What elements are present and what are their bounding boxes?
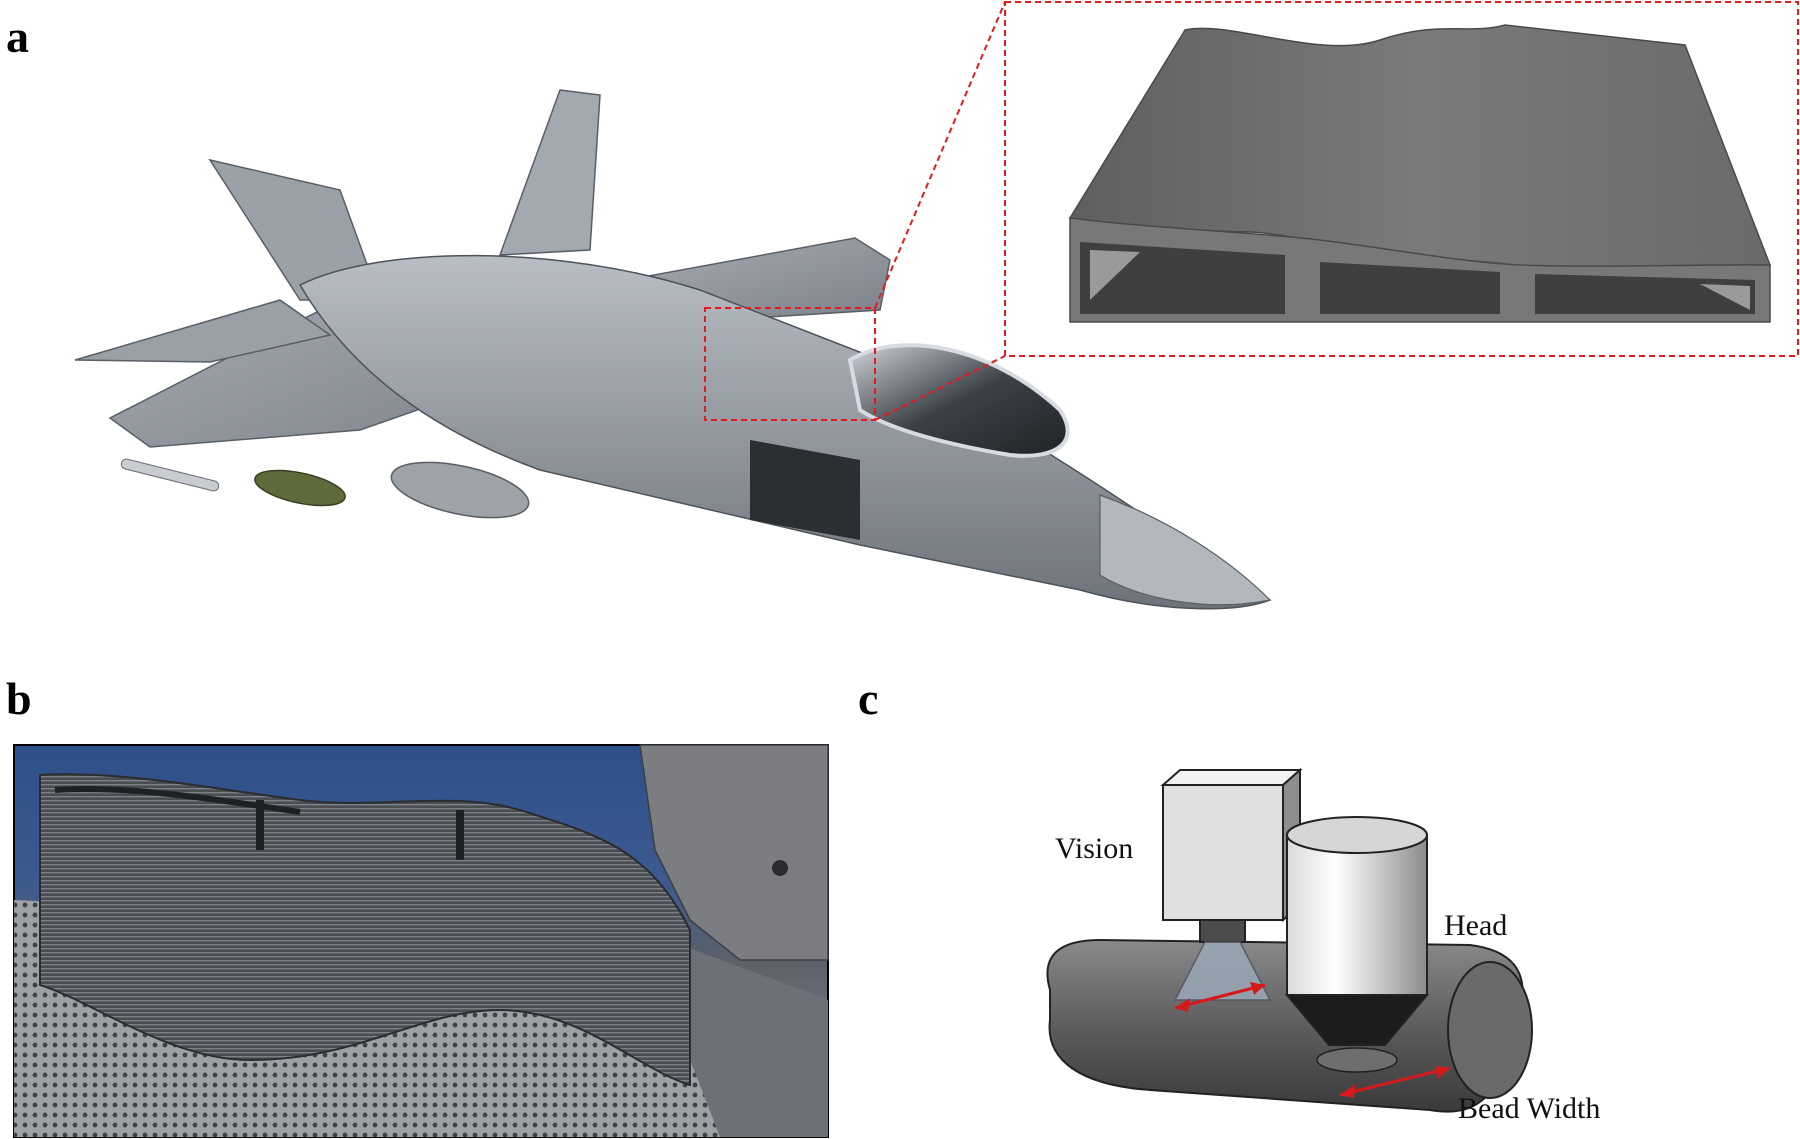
nose-cone: [1099, 494, 1272, 606]
printed-wall: [39, 773, 691, 1087]
printed-part-photo: [13, 744, 829, 1138]
robot-head: [639, 744, 829, 961]
panel-label-c: c: [858, 673, 879, 724]
vision-camera: [1162, 784, 1284, 921]
bead-cross-section: [1447, 961, 1533, 1099]
camera-top: [1160, 769, 1303, 786]
bead-width-arrowhead-left: [1340, 1084, 1355, 1098]
canopy: [847, 343, 1070, 458]
missile: [120, 458, 220, 492]
vision-label: Vision: [1055, 832, 1133, 865]
bead-width-arrow: [1339, 1066, 1451, 1097]
deposition-schematic: Vision Head Bead Width: [1046, 767, 1600, 1125]
panel-label-a: a: [6, 11, 29, 62]
left-stabilizer: [74, 299, 332, 363]
aircraft-illustration: [74, 89, 1272, 610]
deposition-head: [1286, 834, 1428, 996]
air-intake: [750, 440, 860, 540]
bead-width-arrowhead-right: [1435, 1066, 1450, 1079]
panel-label-b: b: [6, 673, 32, 724]
head-top: [1286, 816, 1428, 854]
zoom-detail-box: [1004, 1, 1799, 357]
robot-bolt: [772, 860, 788, 876]
part-cell-3-wall: [1700, 284, 1750, 310]
printed-rib-1: [54, 786, 301, 815]
bomb-store: [254, 469, 346, 507]
right-tail-fin: [498, 89, 601, 256]
vision-arrow: [1174, 983, 1266, 1010]
part-cad-model: [1068, 24, 1772, 323]
zoom-connector-top: [874, 1, 1006, 309]
head-nozzle: [1284, 994, 1430, 1046]
vision-arrowhead-left: [1175, 998, 1190, 1012]
vision-cone: [1173, 941, 1272, 1001]
head-label: Head: [1444, 909, 1507, 942]
zoom-connector-bottom: [874, 355, 1006, 421]
fuel-tank: [390, 461, 530, 519]
part-cell-2: [1320, 262, 1500, 314]
bead-width-label: Bead Width: [1458, 1092, 1600, 1125]
vision-arrowhead-right: [1250, 982, 1265, 995]
camera-lens: [1199, 919, 1246, 943]
zoom-source-box: [704, 307, 876, 421]
zoom-callout: [704, 1, 1799, 421]
part-cell-1-wall: [1090, 250, 1140, 300]
melt-pool: [1316, 1047, 1398, 1073]
